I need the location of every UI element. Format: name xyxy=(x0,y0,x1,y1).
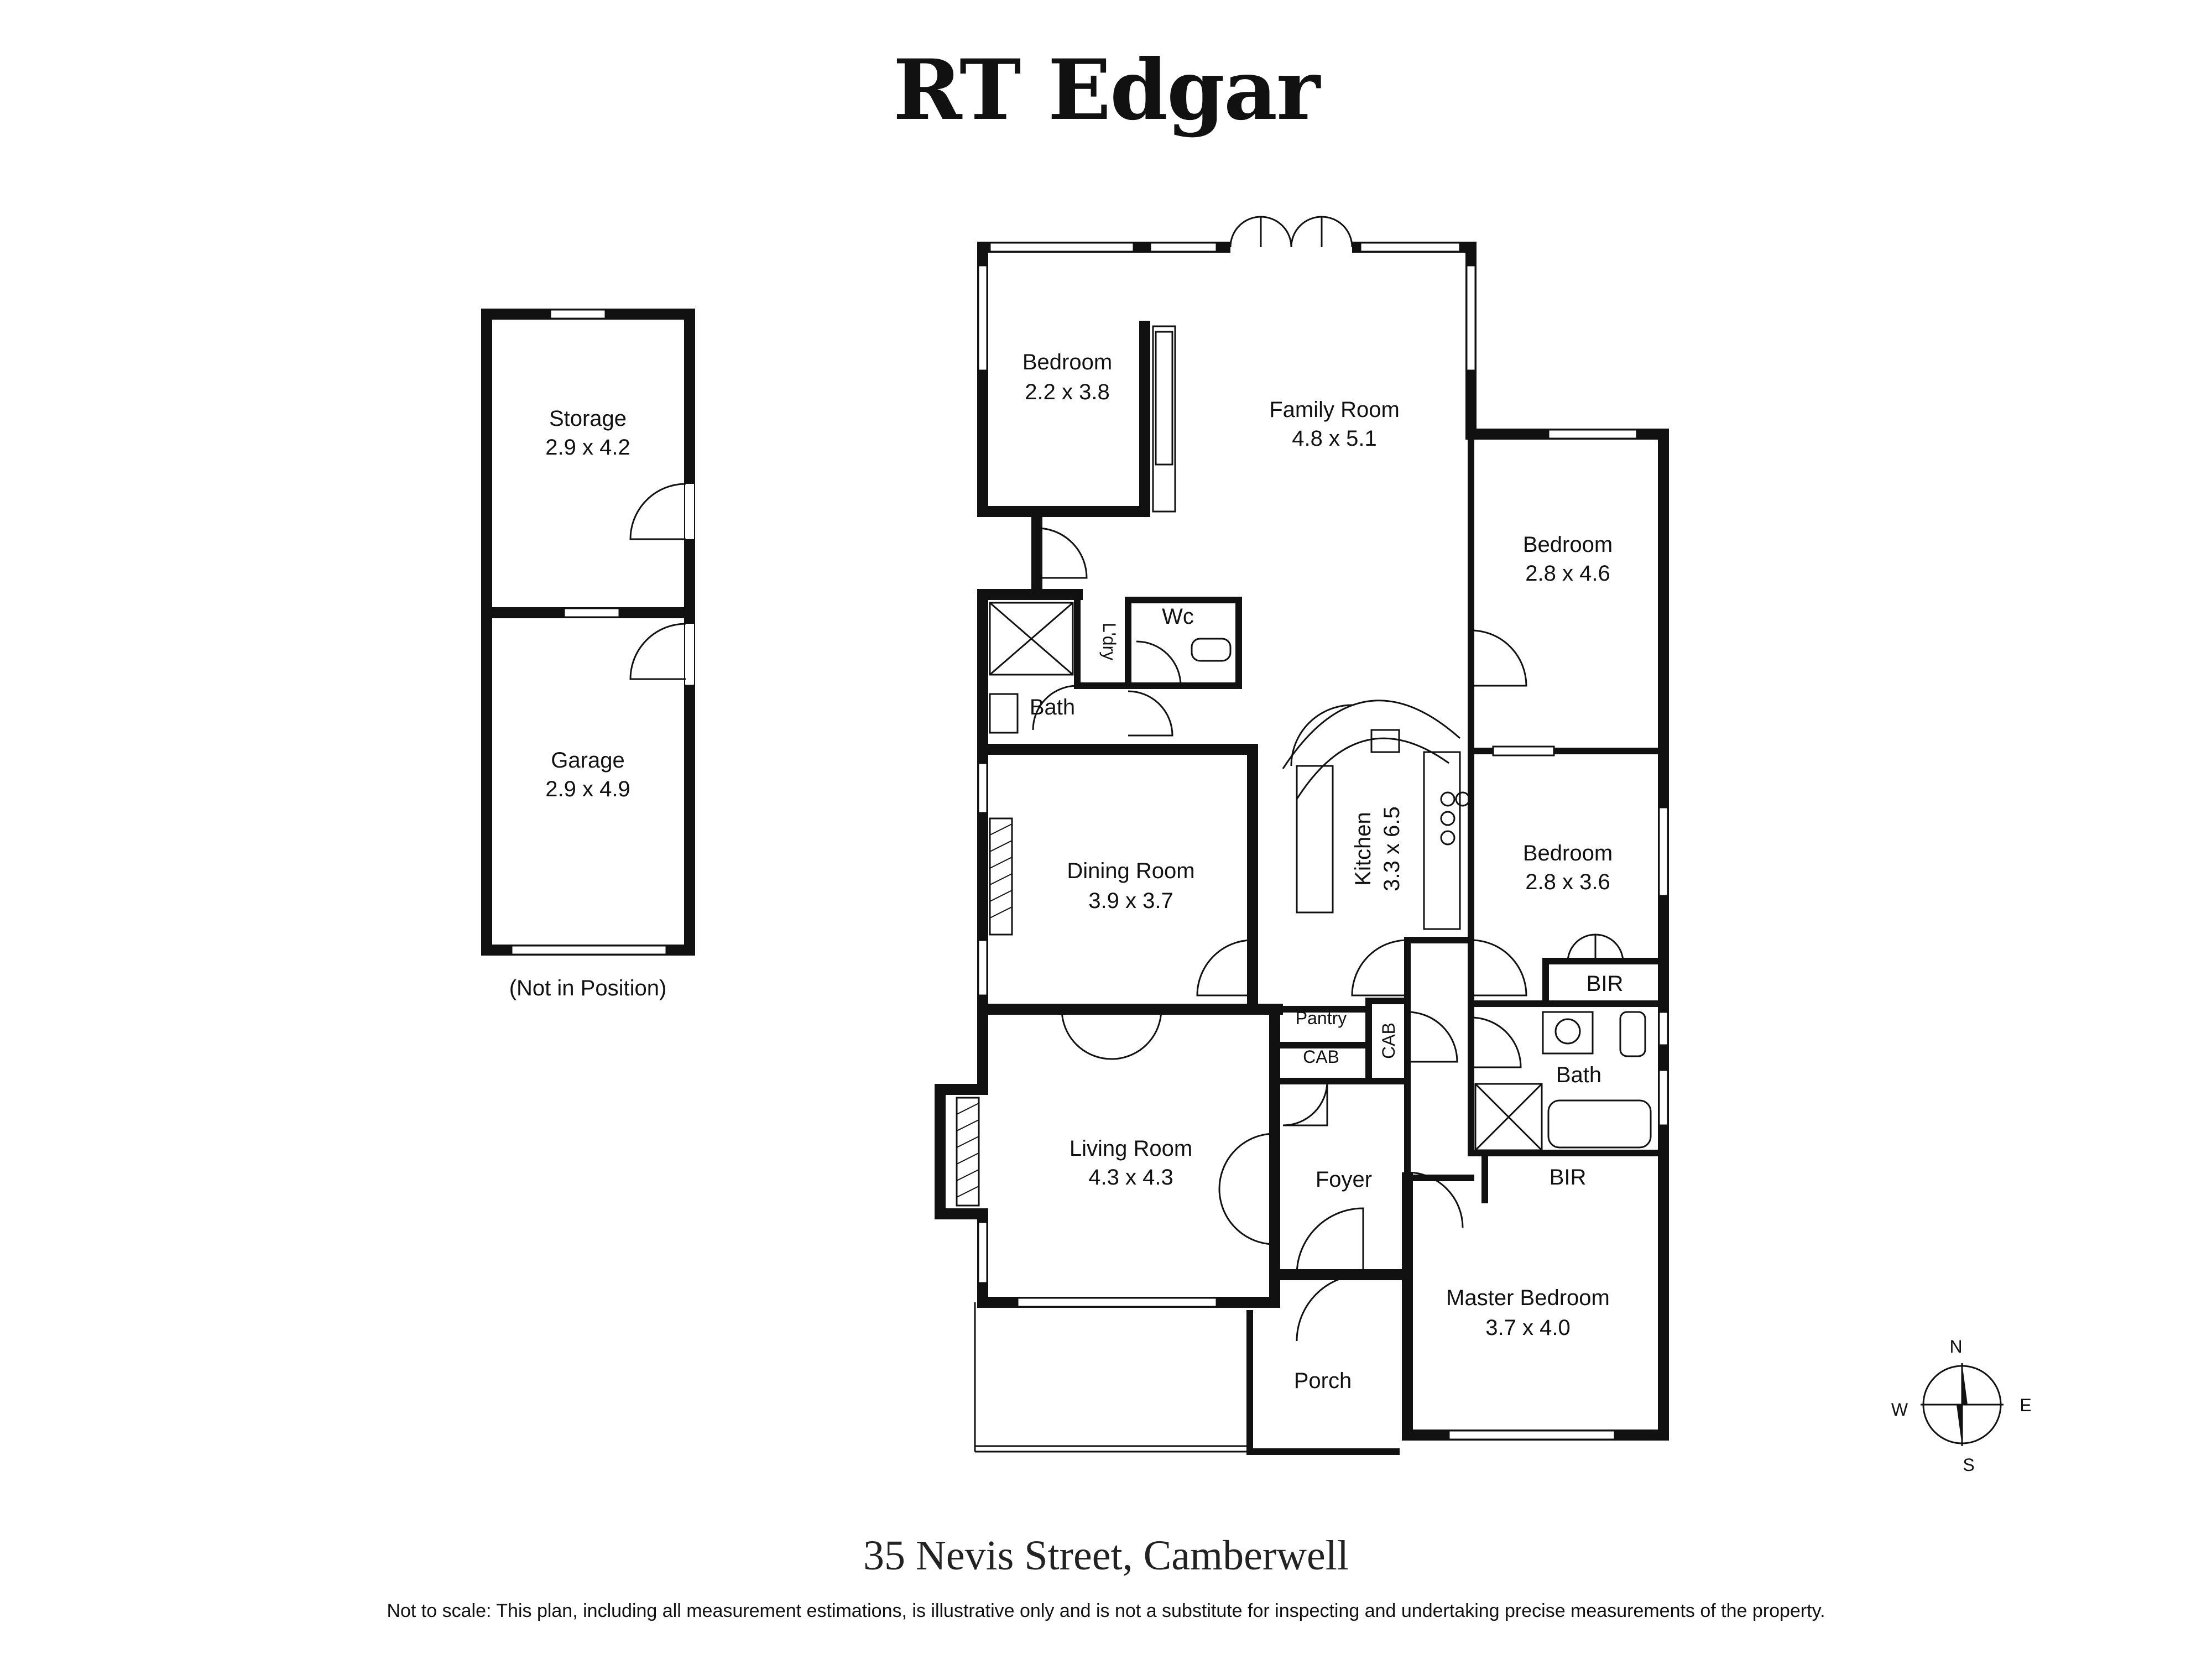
bedroom-e1-size: 2.8 x 4.6 xyxy=(1525,561,1610,586)
storage-label: Storage xyxy=(549,406,627,431)
family-room-size: 4.8 x 5.1 xyxy=(1292,426,1376,451)
room-labels: Storage 2.9 x 4.2 Garage 2.9 x 4.9 (Not … xyxy=(509,350,1624,1393)
living-room-size: 4.3 x 4.3 xyxy=(1088,1165,1173,1190)
bedroom-e2-size: 2.8 x 3.6 xyxy=(1525,870,1610,894)
storage-size: 2.9 x 4.2 xyxy=(545,435,630,460)
garage-size: 2.9 x 4.9 xyxy=(545,777,630,801)
bedroom-e2-label: Bedroom xyxy=(1523,841,1613,865)
kitchen-size: 3.3 x 6.5 xyxy=(1380,806,1404,891)
main-house xyxy=(935,216,1669,1455)
bedroom-nw-label: Bedroom xyxy=(1022,350,1112,374)
cab-1-label: CAB xyxy=(1303,1047,1339,1067)
brand-logo: RT Edgar xyxy=(893,41,1320,139)
compass-w: W xyxy=(1891,1400,1908,1420)
compass-rose: N E S W xyxy=(1891,1337,2032,1475)
disclaimer-text: Not to scale: This plan, including all m… xyxy=(387,1600,1825,1621)
wc-label: Wc xyxy=(1162,604,1194,629)
dining-room-size: 3.9 x 3.7 xyxy=(1088,889,1173,913)
foyer-label: Foyer xyxy=(1316,1167,1372,1192)
bedroom-nw-size: 2.2 x 3.8 xyxy=(1025,380,1109,404)
pantry-label: Pantry xyxy=(1296,1008,1347,1028)
outbuilding xyxy=(481,309,695,956)
porch-label: Porch xyxy=(1294,1369,1352,1393)
bir-1-label: BIR xyxy=(1587,972,1624,996)
dining-room-label: Dining Room xyxy=(1067,859,1194,883)
bedroom-e1-label: Bedroom xyxy=(1523,533,1613,557)
master-bedroom-label: Master Bedroom xyxy=(1446,1286,1610,1310)
compass-e: E xyxy=(2020,1395,2031,1415)
kitchen-label: Kitchen xyxy=(1351,812,1375,885)
bath-w-label: Bath xyxy=(1030,695,1075,719)
garage-label: Garage xyxy=(551,748,624,773)
not-in-position-note: (Not in Position) xyxy=(509,976,667,1000)
bir-2-label: BIR xyxy=(1550,1165,1587,1190)
cab-2-label: CAB xyxy=(1379,1022,1399,1059)
compass-n: N xyxy=(1949,1337,1962,1357)
property-address: 35 Nevis Street, Camberwell xyxy=(863,1532,1349,1579)
laundry-label: L'dry xyxy=(1099,623,1119,660)
bath-e-label: Bath xyxy=(1556,1063,1601,1087)
living-room-label: Living Room xyxy=(1070,1136,1192,1161)
compass-s: S xyxy=(1963,1455,1974,1475)
master-bedroom-size: 3.7 x 4.0 xyxy=(1485,1316,1570,1340)
family-room-label: Family Room xyxy=(1269,398,1400,422)
